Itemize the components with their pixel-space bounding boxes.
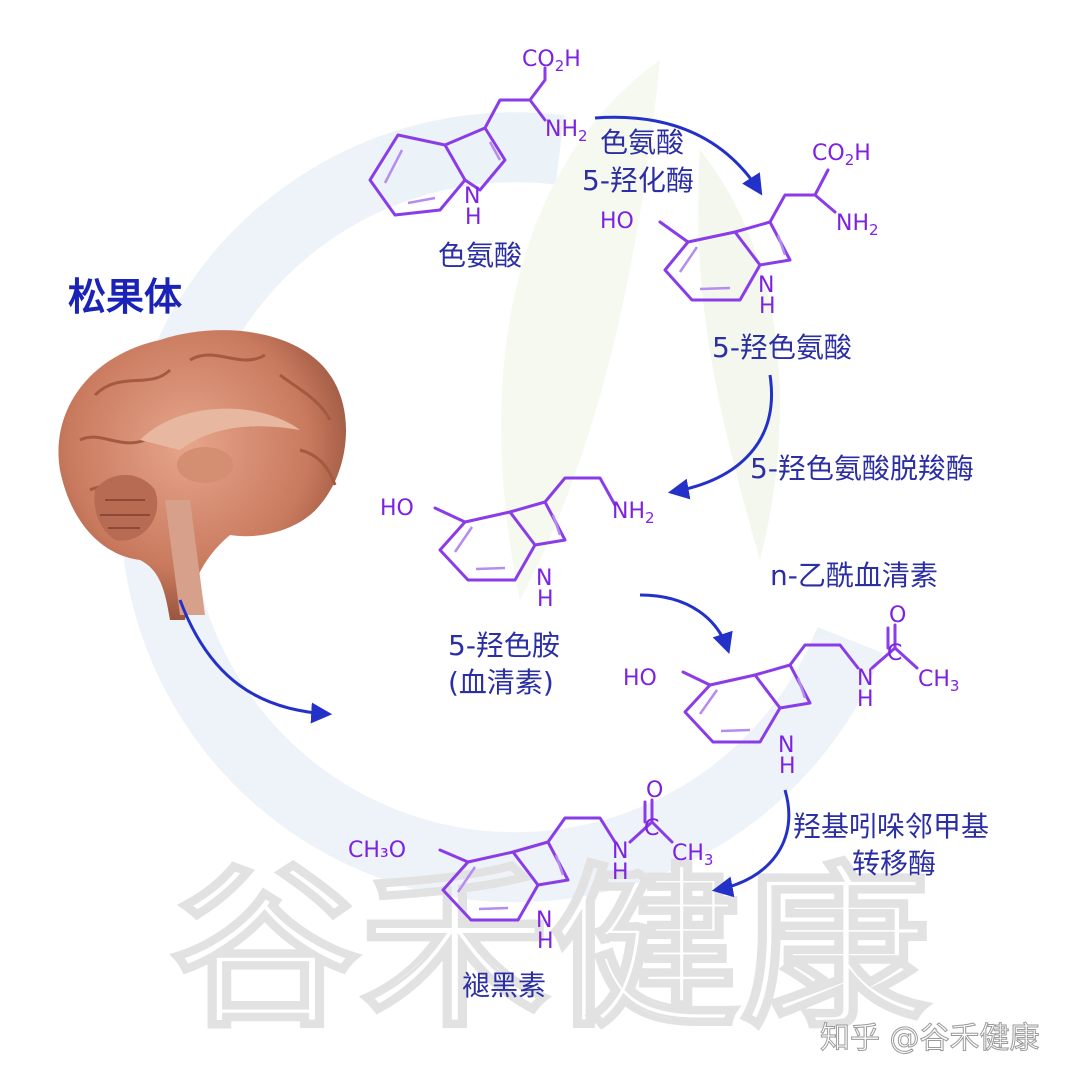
enzyme-4-line1: 羟基吲哚邻甲基	[793, 810, 989, 843]
melatonin-c-label: C	[644, 816, 659, 841]
serotonin-label-line2: (血清素)	[448, 666, 554, 699]
htp-ho-label: HO	[600, 209, 634, 234]
serotonin-nh-h-label: H	[537, 587, 554, 612]
enzyme-1-line1: 色氨酸	[600, 126, 684, 159]
nas-o-label: O	[889, 603, 906, 628]
arrow-nas-to-melatonin	[711, 789, 791, 898]
serotonin-nh-label: N	[536, 566, 552, 591]
serotonin-nh2-label: NH2	[612, 499, 655, 527]
tryptophan-nh-label: N	[464, 184, 480, 209]
credit-text: 知乎 @谷禾健康	[820, 1021, 1040, 1056]
arrow-htp-to-serotonin	[667, 374, 773, 500]
htp-nh-h-label: H	[759, 294, 776, 319]
melatonin-label: 褪黑素	[462, 969, 546, 1002]
nas-ring-h-label: H	[779, 754, 796, 779]
melatonin-ch3o-label: CH₃O	[348, 838, 406, 863]
nas-ho-label: HO	[623, 666, 657, 691]
serotonin-label-line1: 5-羟色胺	[448, 629, 560, 662]
tryptophan-co2h-label: CO2H	[522, 47, 581, 75]
n-acetylserotonin-structure	[681, 623, 919, 744]
tryptophan-label: 色氨酸	[438, 239, 522, 272]
melatonin-nh-h-label: H	[612, 860, 629, 885]
htp-structure	[658, 168, 837, 302]
melatonin-ring-h-label: H	[537, 929, 554, 954]
arrow-serotonin-to-nas	[639, 593, 733, 654]
tryptophan-nh2-label: NH2	[545, 117, 588, 145]
htp-label: 5-羟色氨酸	[712, 331, 852, 364]
nas-nh-h-label: H	[857, 687, 874, 712]
serotonin-ho-label: HO	[380, 496, 414, 521]
melatonin-ring-n-label: N	[536, 908, 552, 933]
melatonin-o-label: O	[646, 778, 663, 803]
serotonin-structure	[433, 476, 617, 582]
melatonin-n-label: N	[612, 839, 628, 864]
tryptophan-nh-h-label: H	[465, 205, 482, 230]
tryptophan-structure	[368, 66, 547, 217]
htp-nh-label: N	[758, 273, 774, 298]
pineal-title: 松果体	[68, 275, 182, 319]
nas-ch3-label: CH3	[918, 667, 959, 695]
enzyme-2-label: 5-羟色氨酸脱羧酶	[750, 452, 974, 485]
melatonin-ch3-label: CH3	[672, 841, 713, 869]
melatonin-structure	[438, 798, 674, 922]
nas-c-label: C	[887, 641, 902, 666]
htp-nh2-label: NH2	[836, 211, 879, 239]
enzyme-4-line2: 转移酶	[852, 847, 936, 880]
arrow-brain-to-pathway	[178, 599, 333, 724]
nas-n-label: N	[857, 666, 873, 691]
watermark-text: 谷禾健康	[170, 847, 930, 1052]
enzyme-3-label: n-乙酰血清素	[770, 559, 938, 592]
nas-ring-n-label: N	[778, 733, 794, 758]
brain-illustration	[58, 330, 347, 620]
enzyme-1-line2: 5-羟化酶	[582, 164, 694, 197]
htp-co2h-label: CO2H	[812, 141, 871, 169]
background-logo	[120, 60, 883, 903]
arrow-tryptophan-to-htp	[594, 115, 763, 196]
